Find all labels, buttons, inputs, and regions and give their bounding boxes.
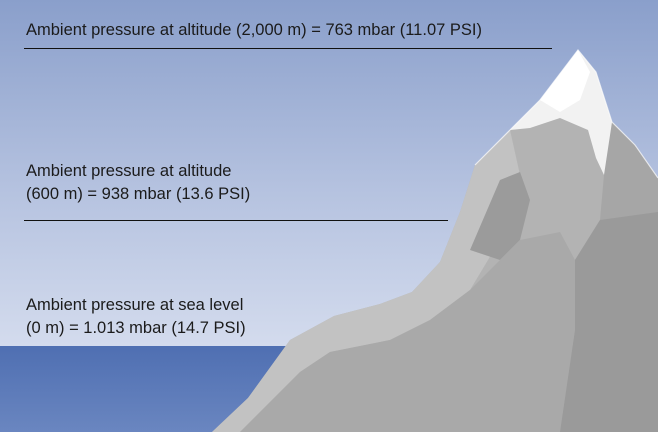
altitude-600-line bbox=[24, 220, 448, 221]
mountain-ridge bbox=[470, 172, 530, 260]
sea-level-line1: Ambient pressure at sea level bbox=[26, 296, 244, 314]
altitude-600-line2: (600 m) = 938 mbar (13.6 PSI) bbox=[26, 185, 251, 203]
altitude-600-line1: Ambient pressure at altitude bbox=[26, 162, 232, 180]
sea-level-line2: (0 m) = 1.013 mbar (14.7 PSI) bbox=[26, 319, 246, 337]
altitude-2000-label: Ambient pressure at altitude (2,000 m) =… bbox=[26, 19, 482, 42]
sea-level-label: Ambient pressure at sea level (0 m) = 1.… bbox=[26, 294, 246, 340]
altitude-2000-line bbox=[24, 48, 552, 49]
mountain-deep-face bbox=[560, 212, 658, 432]
snow-highlight bbox=[540, 50, 590, 112]
mountain-light-face bbox=[212, 130, 520, 432]
altitude-600-label: Ambient pressure at altitude (600 m) = 9… bbox=[26, 160, 250, 206]
peak-outline bbox=[474, 49, 658, 179]
mountain-lower-face bbox=[240, 232, 575, 432]
altitude-2000-text: Ambient pressure at altitude (2,000 m) =… bbox=[26, 21, 482, 39]
